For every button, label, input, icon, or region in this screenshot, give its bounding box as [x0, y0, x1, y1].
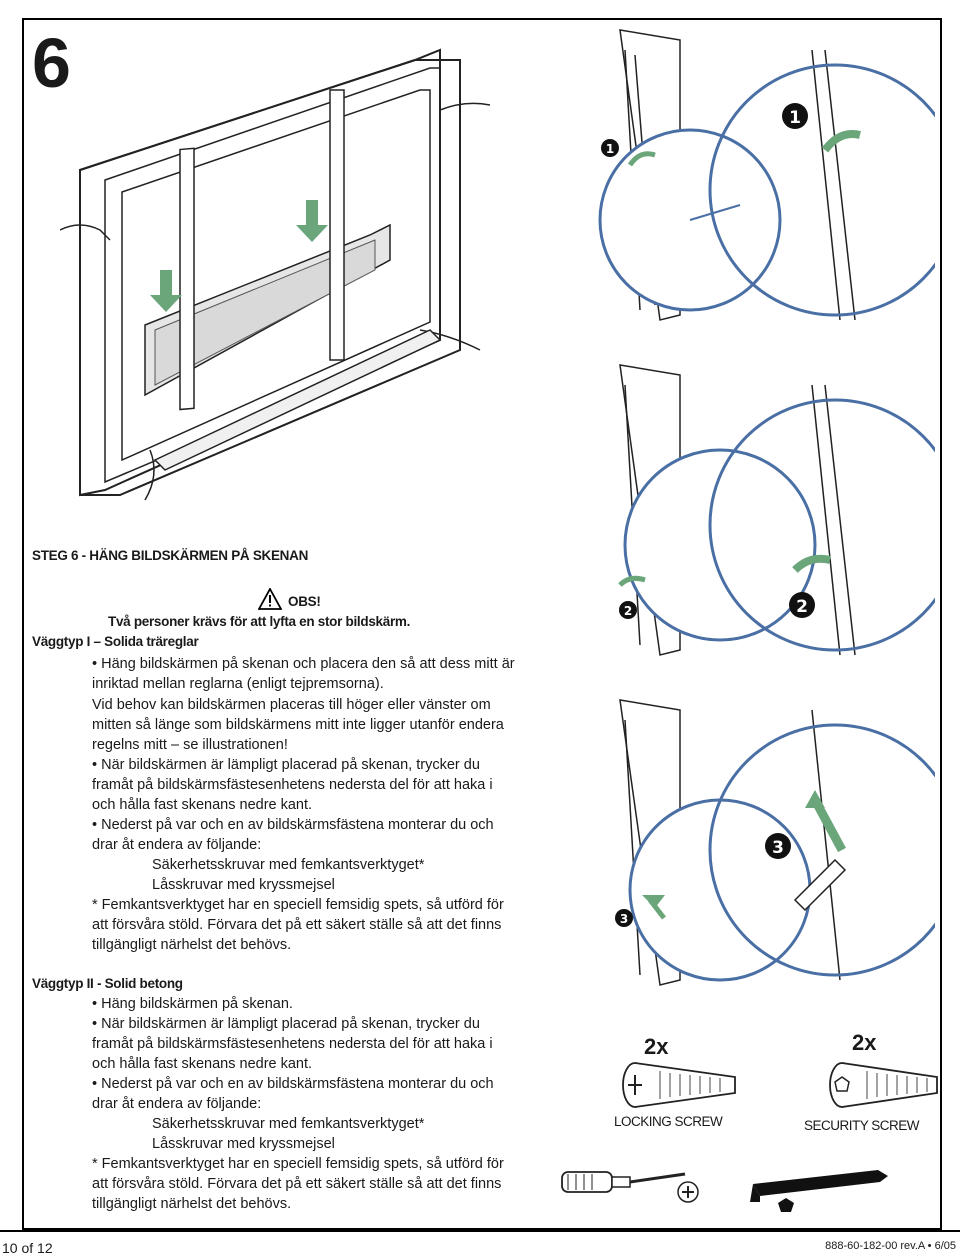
footer-rule [0, 1230, 960, 1232]
wall-type-2-footnote: att försvåra stöld. Förvara det på ett s… [92, 1176, 502, 1192]
wall-type-1-line: • När bildskärmen är lämpligt placerad p… [92, 757, 480, 773]
detail-circle [623, 448, 817, 642]
main-illustration [60, 48, 491, 501]
security-screw-qty: 2x [852, 1030, 877, 1055]
wall-type-1-footnote: att försvåra stöld. Förvara det på ett s… [92, 917, 502, 933]
security-screw-label: SECURITY SCREW [804, 1118, 920, 1133]
wall-type-1-line: inriktad mellan reglarna (enligt tejprem… [92, 676, 384, 692]
wall-type-2-line: • Nederst på var och en av bildskärmsfäs… [92, 1076, 494, 1092]
wall-type-1-footnote: * Femkantsverktyget har en speciell fems… [92, 897, 504, 913]
wall-type-2-line: drar åt endera av följande: [92, 1096, 262, 1112]
page-counter: 10 of 12 [2, 1240, 53, 1256]
wall-type-1-line: • Häng bildskärmen på skenan och placera… [92, 656, 515, 672]
wall-type-2-line: • Häng bildskärmen på skenan. [92, 996, 293, 1012]
wall-type-2-line: och hålla fast skenans nedre kant. [92, 1056, 313, 1072]
wall-type-1-option: Säkerhetsskruvar med femkantsverktyget* [152, 857, 425, 873]
document-number: 888-60-182-00 rev.A • 6/05 [825, 1240, 956, 1252]
wall-type-1-line: regelns mitt – se illustrationen! [92, 737, 288, 753]
security-screw-icon [829, 1062, 938, 1108]
locking-screw-qty: 2x [644, 1034, 669, 1059]
wall-type-1-line: framåt på bildskärmsfästesenhetens neder… [92, 777, 493, 793]
curved-arrow-icon [618, 575, 646, 587]
notice-line: Två personer krävs för att lyfta en stor… [108, 614, 411, 629]
wall-type-1-heading: Väggtyp I – Solida träreglar [32, 634, 199, 649]
detail-illustration-3: 3 3 [615, 699, 935, 986]
wall-type-2-option: Låsskruvar med kryssmejsel [152, 1136, 335, 1152]
wall-type-1-line: mitten så länge som bildskärmens mitt in… [92, 717, 504, 733]
locking-screw-icon [622, 1062, 736, 1108]
pentagon-key-icon [750, 1170, 888, 1212]
wall-type-2-footnote: * Femkantsverktyget har en speciell fems… [92, 1156, 504, 1172]
detail-circle [628, 798, 812, 982]
wall-type-1-line: Vid behov kan bildskärmen placeras till … [92, 697, 491, 713]
wall-type-1-line: och hålla fast skenans nedre kant. [92, 797, 313, 813]
callout-1-large: 1 [789, 108, 801, 128]
wall-type-1-option: Låsskruvar med kryssmejsel [152, 877, 335, 893]
wall-type-1-line: • Nederst på var och en av bildskärmsfäs… [92, 817, 494, 833]
screwdriver-icon [561, 1171, 699, 1203]
step-number: 6 [32, 24, 71, 102]
detail-illustration-2: 2 2 [618, 364, 935, 656]
wall-type-2-option: Säkerhetsskruvar med femkantsverktyget* [152, 1116, 425, 1132]
notice-heading: OBS! [288, 594, 321, 609]
wall-type-2-line: • När bildskärmen är lämpligt placerad p… [92, 1016, 480, 1032]
wall-type-1-line: drar åt endera av följande: [92, 837, 262, 853]
curved-arrow-icon [792, 554, 831, 573]
callout-2-small: 2 [624, 604, 632, 618]
wall-type-2-line: framåt på bildskärmsfästesenhetens neder… [92, 1036, 493, 1052]
wall-type-1-footnote: tillgängligt närhelst det behövs. [92, 937, 292, 953]
callout-3-large: 3 [772, 838, 784, 858]
locking-screw-label: LOCKING SCREW [614, 1114, 723, 1129]
callout-1-small: 1 [606, 142, 614, 156]
wall-type-2-footnote: tillgängligt närhelst det behövs. [92, 1196, 292, 1212]
detail-illustration-1: 1 1 [598, 29, 935, 321]
callout-2-large: 2 [796, 597, 808, 617]
screwdriver-tip-icon [793, 858, 847, 912]
wall-type-2-heading: Väggtyp II - Solid betong [32, 976, 183, 991]
curved-arrow-icon [821, 130, 861, 153]
step-title: STEG 6 - HÄNG BILDSKÄRMEN PÅ SKENAN [32, 548, 309, 563]
arrow-down-icon [296, 200, 328, 242]
page-frame [22, 18, 942, 1230]
callout-3-small: 3 [620, 912, 628, 926]
arrow-down-icon [150, 270, 182, 312]
curved-arrow-icon [627, 151, 656, 167]
warning-icon [258, 588, 282, 610]
